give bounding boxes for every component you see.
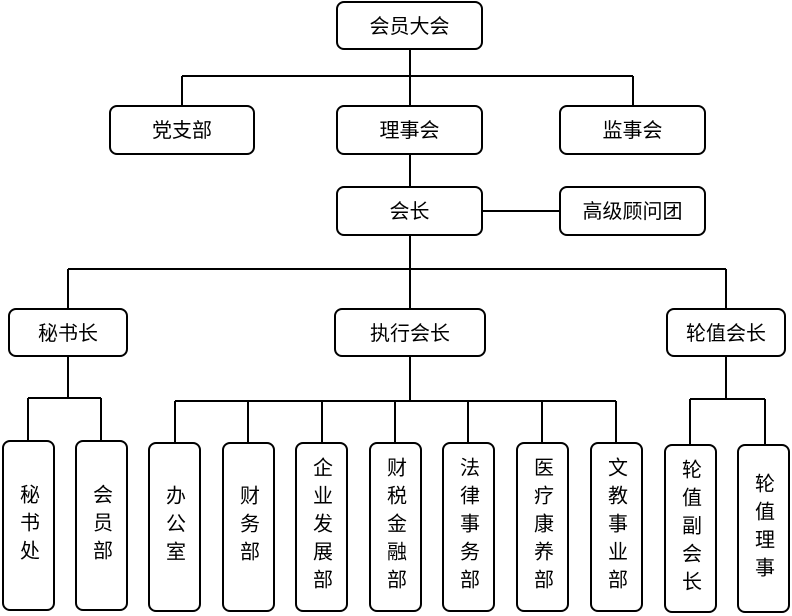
president-box: 会长	[336, 186, 483, 236]
finance-tax-dept-box: 财税金融部	[369, 442, 422, 612]
president-label: 会长	[389, 199, 430, 223]
membership-dept-box: 会员部	[75, 440, 128, 611]
membership-dept-label: 会员部	[89, 483, 114, 568]
finance-tax-dept-label: 财税金融部	[383, 457, 408, 597]
secretary-general-label: 秘书长	[38, 320, 98, 345]
general-office-label: 办公室	[162, 485, 187, 569]
rotating-president-box: 轮值会长	[666, 308, 786, 357]
supervisory-board-label: 监事会	[602, 118, 663, 142]
secretariat-box: 秘书处	[2, 440, 55, 611]
executive-president-box: 执行会长	[334, 308, 486, 357]
rotating-director-box: 轮值理事	[737, 444, 790, 613]
senior-advisors-box: 高级顾问团	[559, 186, 706, 236]
healthcare-dept-label: 医疗康养部	[530, 457, 555, 597]
general-office-box: 办公室	[148, 442, 201, 612]
rotating-president-label: 轮值会长	[686, 320, 766, 345]
legal-affairs-dept-label: 法律事务部	[456, 457, 481, 597]
executive-president-label: 执行会长	[370, 320, 450, 345]
culture-edu-dept-label: 文教事业部	[604, 457, 629, 597]
council-label: 理事会	[379, 118, 440, 142]
finance-dept-box: 财务部	[222, 442, 275, 612]
party-branch-label: 党支部	[152, 118, 212, 142]
enterprise-dev-dept-box: 企业发展部	[295, 442, 348, 612]
senior-advisors-label: 高级顾问团	[582, 199, 683, 223]
party-branch-box: 党支部	[109, 105, 255, 155]
secretary-general-box: 秘书长	[8, 308, 128, 357]
rotating-director-label: 轮值理事	[751, 472, 776, 585]
healthcare-dept-box: 医疗康养部	[516, 442, 569, 612]
legal-affairs-dept-box: 法律事务部	[442, 442, 495, 612]
rotating-vice-president-label: 轮值副会长	[678, 458, 703, 599]
enterprise-dev-dept-label: 企业发展部	[309, 457, 334, 597]
general-assembly-box: 会员大会	[336, 1, 483, 50]
supervisory-board-box: 监事会	[559, 105, 706, 155]
general-assembly-label: 会员大会	[369, 13, 450, 38]
finance-dept-label: 财务部	[236, 485, 261, 569]
secretariat-label: 秘书处	[16, 483, 41, 568]
council-box: 理事会	[336, 105, 483, 155]
culture-edu-dept-box: 文教事业部	[590, 442, 643, 612]
rotating-vice-president-box: 轮值副会长	[664, 444, 717, 613]
